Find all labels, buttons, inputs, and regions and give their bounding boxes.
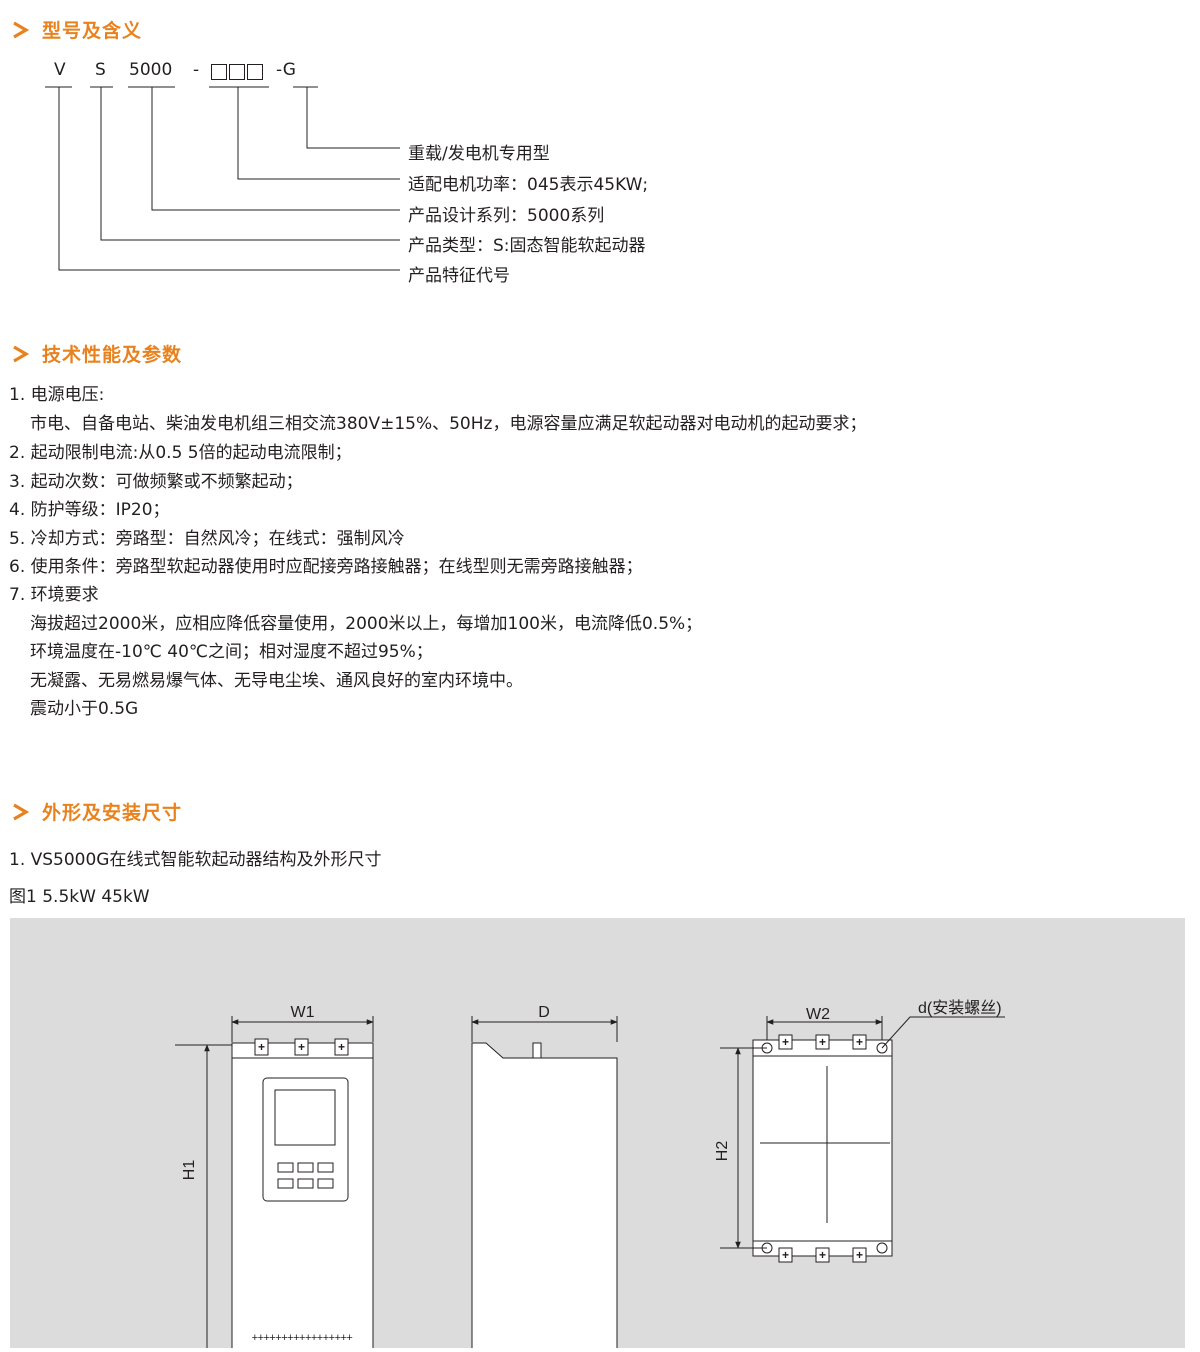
chevron-right-icon bbox=[13, 21, 30, 38]
vent-marks: +++++++++++++++++ bbox=[252, 1332, 353, 1344]
chevron-right-icon bbox=[13, 803, 30, 820]
code-part-g: -G bbox=[276, 60, 296, 80]
section-title: 型号及含义 bbox=[42, 20, 143, 42]
front-view bbox=[175, 1016, 374, 1352]
spec-line: 环境温度在-10℃ 40℃之间；相对湿度不超过95%； bbox=[30, 642, 433, 662]
h2-label: H2 bbox=[714, 1141, 731, 1162]
svg-text:+: + bbox=[856, 1035, 863, 1049]
svg-text:+: + bbox=[856, 1248, 863, 1262]
svg-text:+: + bbox=[338, 1040, 345, 1054]
code-part-dash: - bbox=[193, 60, 200, 80]
svg-text:+: + bbox=[819, 1035, 826, 1049]
w2-label: W2 bbox=[806, 1006, 830, 1023]
spec-line: 7. 环境要求 bbox=[9, 585, 99, 605]
spec-line: 5. 冷却方式：旁路型：自然风冷；在线式：强制风冷 bbox=[9, 529, 405, 549]
code-part-series: 5000 bbox=[129, 60, 173, 80]
code-meaning-power: 适配电机功率：045表示45KW; bbox=[408, 175, 649, 195]
mount-hole-icon bbox=[876, 1042, 888, 1054]
dimension-drawing: +++ +++ +++ +++ +++++++++++++++++ W1 H1 … bbox=[175, 999, 1005, 1352]
side-view bbox=[471, 1016, 618, 1352]
section-header-tech: 技术性能及参数 bbox=[10, 340, 182, 367]
section-title: 技术性能及参数 bbox=[42, 344, 183, 366]
spec-line: 震动小于0.5G bbox=[30, 699, 139, 719]
code-part-s: S bbox=[95, 60, 106, 80]
mount-hole-icon bbox=[876, 1242, 888, 1254]
spec-line: 海拔超过2000米，应相应降低容量使用，2000米以上，每增加100米，电流降低… bbox=[30, 614, 703, 634]
section-header-model: 型号及含义 bbox=[10, 16, 142, 43]
spec-line: 3. 起动次数：可做频繁或不频繁起动； bbox=[9, 472, 303, 492]
code-placeholder-boxes bbox=[211, 64, 265, 84]
section-header-shape: 外形及安装尺寸 bbox=[10, 798, 182, 825]
spec-line: 市电、自备电站、柴油发电机组三相交流380V±15%、50Hz，电源容量应满足软… bbox=[30, 414, 867, 434]
model-code-leader-lines bbox=[45, 86, 400, 271]
code-meaning-series: 产品设计系列：5000系列 bbox=[408, 206, 605, 226]
figure-caption: 图1 5.5kW 45kW bbox=[9, 887, 150, 907]
dimension-drawing-panel: +++ +++ +++ +++ +++++++++++++++++ W1 H1 … bbox=[10, 918, 1185, 1352]
code-meaning-feature: 产品特征代号 bbox=[408, 266, 510, 286]
mounting-view bbox=[720, 1016, 1005, 1263]
code-meaning-g: 重载/发电机专用型 bbox=[408, 144, 550, 164]
svg-text:+: + bbox=[258, 1040, 265, 1054]
spec-line: 1. 电源电压: bbox=[9, 385, 105, 405]
spec-line: 无凝露、无易燃易爆气体、无导电尘埃、通风良好的室内环境中。 bbox=[30, 671, 523, 691]
spec-line: 6. 使用条件：旁路型软起动器使用时应配接旁路接触器；在线型则无需旁路接触器； bbox=[9, 557, 643, 577]
code-meaning-type: 产品类型：S:固态智能软起动器 bbox=[408, 236, 646, 256]
w1-label: W1 bbox=[291, 1004, 315, 1021]
svg-text:+: + bbox=[782, 1248, 789, 1262]
shape-subtitle: 1. VS5000G在线式智能软起动器结构及外形尺寸 bbox=[9, 850, 382, 870]
svg-text:+: + bbox=[782, 1035, 789, 1049]
terminal-plus-signs: +++ +++ +++ +++ bbox=[258, 1035, 863, 1262]
svg-text:+: + bbox=[819, 1248, 826, 1262]
d-label: D bbox=[538, 1004, 550, 1021]
spec-line: 2. 起动限制电流:从0.5 5倍的起动电流限制； bbox=[9, 443, 352, 463]
screw-label: d(安装螺丝) bbox=[918, 999, 1002, 1017]
h1-label: H1 bbox=[181, 1160, 198, 1181]
spec-line: 4. 防护等级：IP20； bbox=[9, 500, 170, 520]
chevron-right-icon bbox=[13, 345, 30, 362]
svg-text:+: + bbox=[298, 1040, 305, 1054]
code-part-v: V bbox=[54, 60, 66, 80]
section-title: 外形及安装尺寸 bbox=[42, 802, 183, 824]
